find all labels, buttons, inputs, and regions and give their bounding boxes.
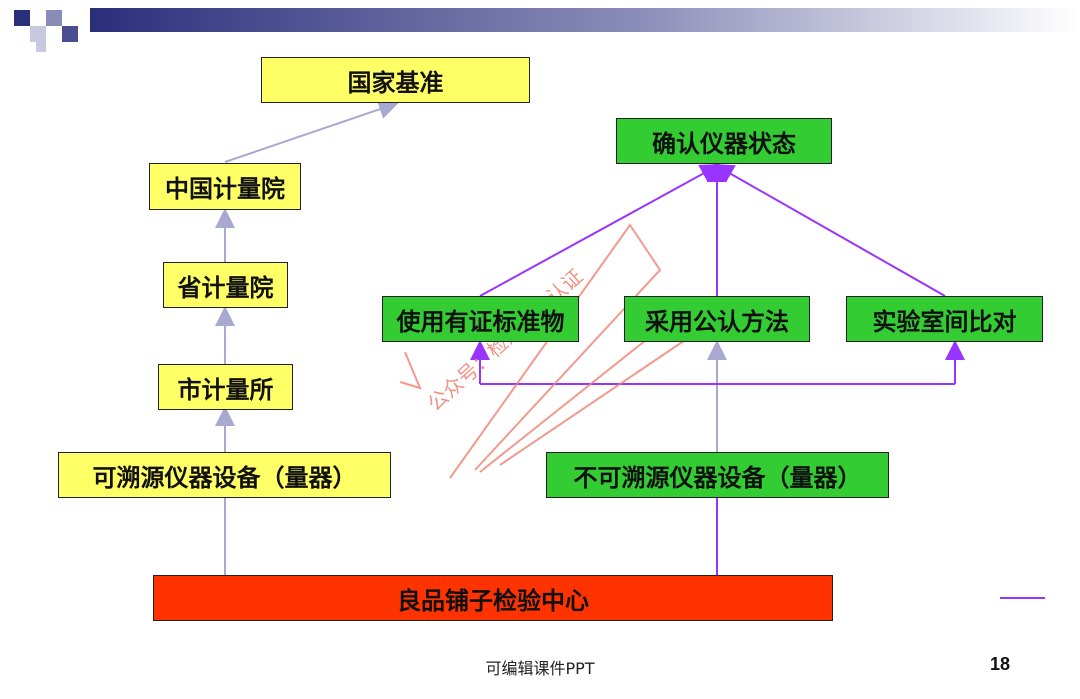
non-traceable-equipment-box: 不可溯源仪器设备（量器） [546,452,889,498]
header-square-small [36,42,46,52]
header-square-dark-2 [62,26,78,42]
national-standard-box: 国家基准 [261,57,530,103]
inspection-center-box: 良品铺子检验中心 [153,575,833,621]
interlab-comparison-box: 实验室间比对 [846,296,1043,342]
city-metrology-office-box: 市计量所 [158,364,293,410]
provincial-metrology-institute-box: 省计量院 [163,262,288,308]
traceable-equipment-box: 可溯源仪器设备（量器） [58,452,391,498]
page-number: 18 [990,654,1011,674]
adopt-recognized-method-box: 采用公认方法 [624,296,810,342]
use-certified-reference-box: 使用有证标准物 [382,296,579,342]
header-square-dark [14,10,30,26]
header-square-mid [46,10,62,26]
header-gradient-bar [90,8,1080,32]
china-metrology-institute-box: 中国计量院 [149,163,301,210]
confirm-instrument-status-box: 确认仪器状态 [616,118,832,164]
footer-caption: 可编辑课件PPT [485,659,595,678]
header-square-light [30,26,46,42]
